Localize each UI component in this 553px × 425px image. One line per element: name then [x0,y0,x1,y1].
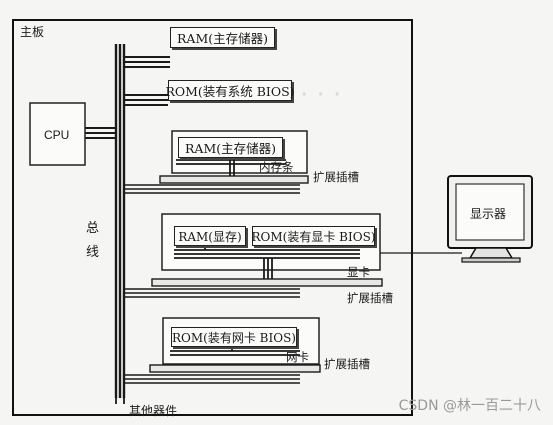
ram-bus-link [124,56,170,68]
video-ram-box: RAM(显存) [174,226,246,246]
mainboard-outline [12,19,413,416]
system-bus [114,44,126,398]
memory-module-traces [176,152,286,178]
watermark: CSDN @林一百二十八 [398,398,541,414]
network-rom-box: ROM(装有网卡 BIOS) [171,327,297,347]
memory-module-label: 内存条 [259,160,294,174]
monitor-label: 显示器 [470,207,507,221]
mainboard-label: 主板 [20,25,45,39]
cpu-box [29,102,86,166]
network-card-label: 网卡 [286,350,309,364]
video-card-traces [174,243,360,282]
memory-module-ram-box: RAM(主存储器) [178,137,283,158]
other-devices-link [115,398,125,404]
video-expansion-slot [124,278,383,298]
bus-label-top: 总 [86,221,100,236]
bus-label-bottom: 线 [86,245,100,260]
network-expansion-slot [124,364,321,384]
other-devices-label: 其他器件 [129,404,178,418]
memory-slot-label: 扩展插槽 [313,170,359,184]
rom-system-bios-box: ROM(装有系统 BIOS) [165,80,295,101]
cpu-bus-link [85,127,116,139]
ram-main-box: RAM(主存储器) [170,27,275,48]
network-slot-label: 扩展插槽 [324,357,370,371]
memory-expansion-slot [124,175,309,194]
rom-bus-link [124,94,168,106]
cpu-label: CPU [44,128,70,142]
video-rom-box: ROM(装有显卡 BIOS) [252,226,375,246]
video-card-label: 显卡 [347,265,370,279]
video-slot-label: 扩展插槽 [347,291,393,305]
monitor-icon [447,175,533,263]
